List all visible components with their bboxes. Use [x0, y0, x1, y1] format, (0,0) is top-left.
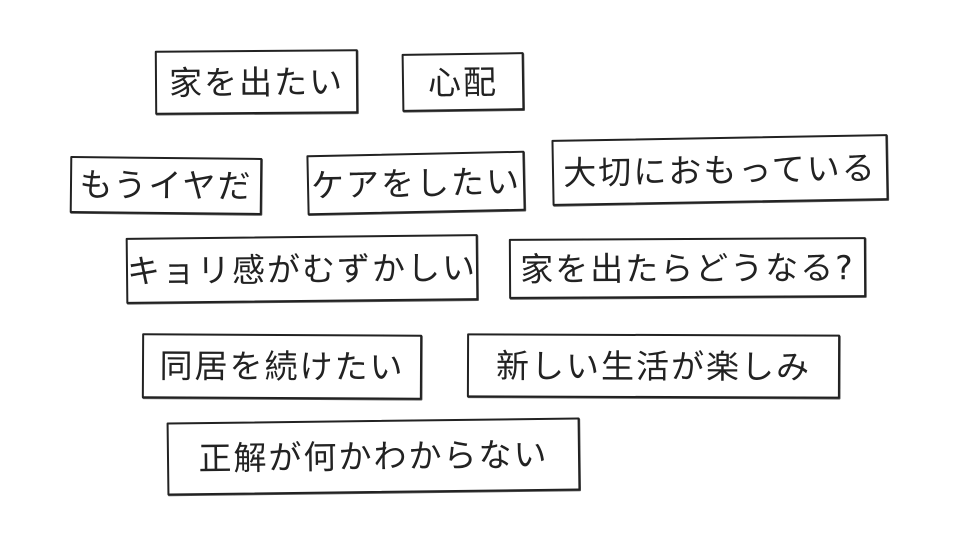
note-want-to-leave-home: 家を出たい: [154, 49, 359, 115]
note-look-forward-new-life: 新しい生活が楽しみ: [466, 333, 841, 399]
note-text: キョリ感がむずかしい: [126, 247, 478, 291]
note-text: 家を出たらどうなる?: [520, 247, 855, 289]
note-continue-living-together: 同居を続けたい: [141, 333, 423, 400]
note-cherish: 大切におもっている: [551, 134, 889, 206]
note-distance-is-hard: キョリ感がむずかしい: [125, 234, 479, 304]
note-text: もうイヤだ: [79, 165, 253, 206]
note-worry: 心配: [401, 52, 525, 112]
note-text: 正解が何かわからない: [198, 434, 549, 479]
note-text: 家を出たい: [168, 61, 345, 103]
note-text: 大切におもっている: [562, 147, 877, 193]
note-text: 新しい生活が楽しみ: [495, 345, 812, 387]
note-want-to-care: ケアをしたい: [306, 150, 526, 216]
note-what-if-leave: 家を出たらどうなる?: [508, 237, 867, 299]
note-text: ケアをしたい: [310, 161, 522, 205]
note-text: 心配: [427, 62, 499, 102]
note-fed-up: もうイヤだ: [69, 155, 263, 216]
note-text: 同居を続けたい: [159, 346, 405, 387]
note-dont-know-right-answer: 正解が何かわからない: [166, 417, 581, 496]
